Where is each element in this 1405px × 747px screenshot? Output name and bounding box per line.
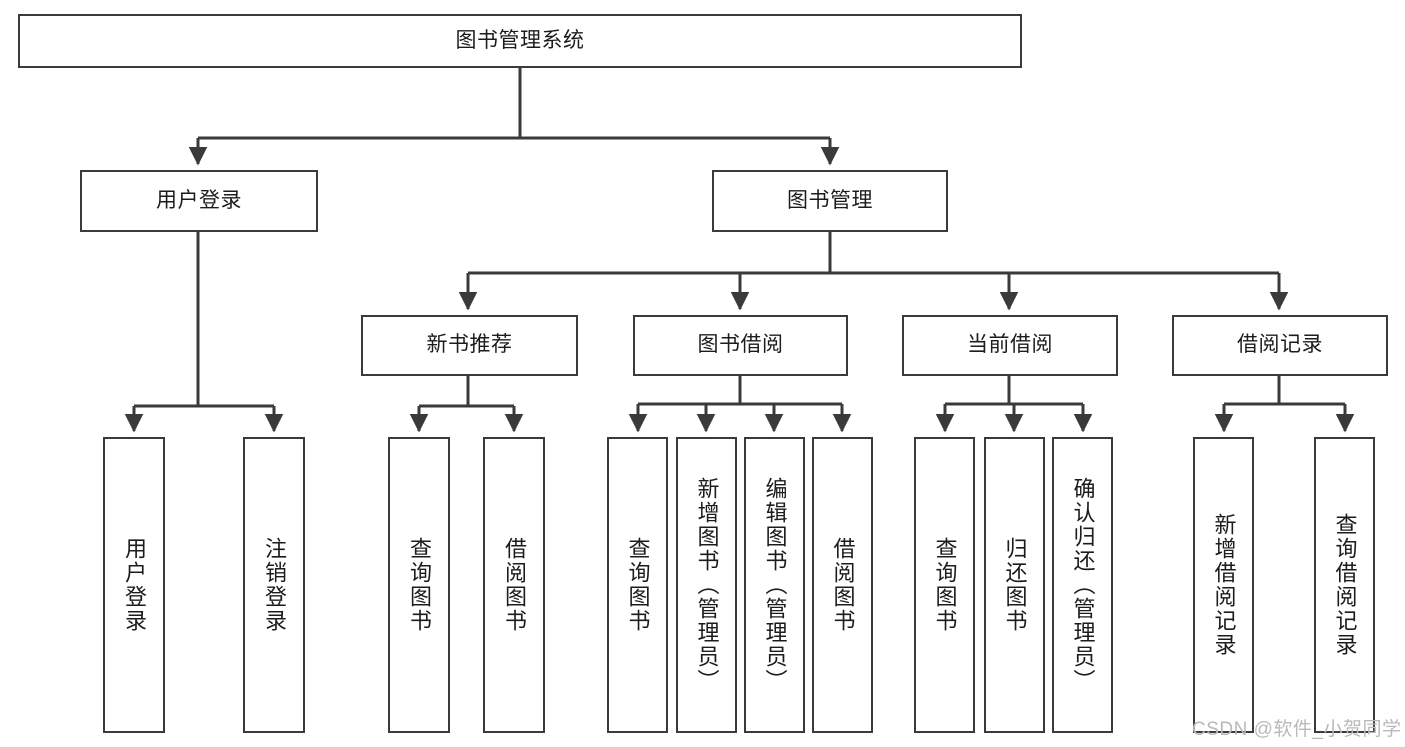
node-current-borrow[interactable]: 当前借阅 — [902, 315, 1118, 376]
node-leaf-query-book-cur[interactable]: 查询图书 — [914, 437, 975, 733]
node-leaf-add-book[interactable]: 新增图书（管理员） — [676, 437, 737, 733]
node-root-label: 图书管理系统 — [455, 28, 585, 52]
node-leaf-user-login[interactable]: 用户登录 — [103, 437, 165, 733]
node-root[interactable]: 图书管理系统 — [18, 14, 1022, 68]
node-borrow-record[interactable]: 借阅记录 — [1172, 315, 1388, 376]
node-leaf-query-record[interactable]: 查询借阅记录 — [1314, 437, 1375, 733]
node-leaf-add-book-label: 新增图书（管理员） — [694, 477, 720, 693]
node-leaf-query-book-cur-label: 查询图书 — [932, 537, 958, 633]
node-leaf-logout[interactable]: 注销登录 — [243, 437, 305, 733]
node-leaf-user-login-label: 用户登录 — [121, 537, 147, 633]
node-leaf-return-book[interactable]: 归还图书 — [984, 437, 1045, 733]
node-new-book-rec[interactable]: 新书推荐 — [361, 315, 578, 376]
node-user-login[interactable]: 用户登录 — [80, 170, 318, 232]
node-leaf-confirm-return-label: 确认归还（管理员） — [1070, 477, 1096, 693]
node-leaf-query-record-label: 查询借阅记录 — [1332, 513, 1358, 657]
node-leaf-edit-book[interactable]: 编辑图书（管理员） — [744, 437, 805, 733]
node-leaf-edit-book-label: 编辑图书（管理员） — [762, 477, 788, 693]
node-user-login-label: 用户登录 — [156, 188, 242, 212]
node-current-borrow-label: 当前借阅 — [967, 333, 1053, 357]
node-leaf-return-book-label: 归还图书 — [1002, 537, 1028, 633]
node-leaf-query-book-rec-label: 查询图书 — [406, 537, 432, 633]
node-book-borrow[interactable]: 图书借阅 — [633, 315, 848, 376]
node-leaf-borrow-book[interactable]: 借阅图书 — [812, 437, 873, 733]
node-book-manage-label: 图书管理 — [787, 188, 873, 212]
node-book-manage[interactable]: 图书管理 — [712, 170, 948, 232]
node-leaf-query-book-rec[interactable]: 查询图书 — [388, 437, 450, 733]
csdn-watermark: CSDN @软件_小贺同学 — [1192, 719, 1402, 740]
node-leaf-query-book-borrow-label: 查询图书 — [625, 537, 651, 633]
node-leaf-borrow-book-label: 借阅图书 — [830, 537, 856, 633]
node-borrow-record-label: 借阅记录 — [1237, 333, 1323, 357]
node-leaf-confirm-return[interactable]: 确认归还（管理员） — [1052, 437, 1113, 733]
node-book-borrow-label: 图书借阅 — [697, 333, 784, 357]
node-leaf-add-record[interactable]: 新增借阅记录 — [1193, 437, 1254, 733]
node-leaf-query-book-borrow[interactable]: 查询图书 — [607, 437, 668, 733]
node-new-book-rec-label: 新书推荐 — [426, 333, 513, 357]
node-leaf-borrow-book-rec[interactable]: 借阅图书 — [483, 437, 545, 733]
node-leaf-borrow-book-rec-label: 借阅图书 — [501, 537, 527, 633]
node-leaf-add-record-label: 新增借阅记录 — [1211, 513, 1237, 657]
node-leaf-logout-label: 注销登录 — [261, 537, 287, 633]
